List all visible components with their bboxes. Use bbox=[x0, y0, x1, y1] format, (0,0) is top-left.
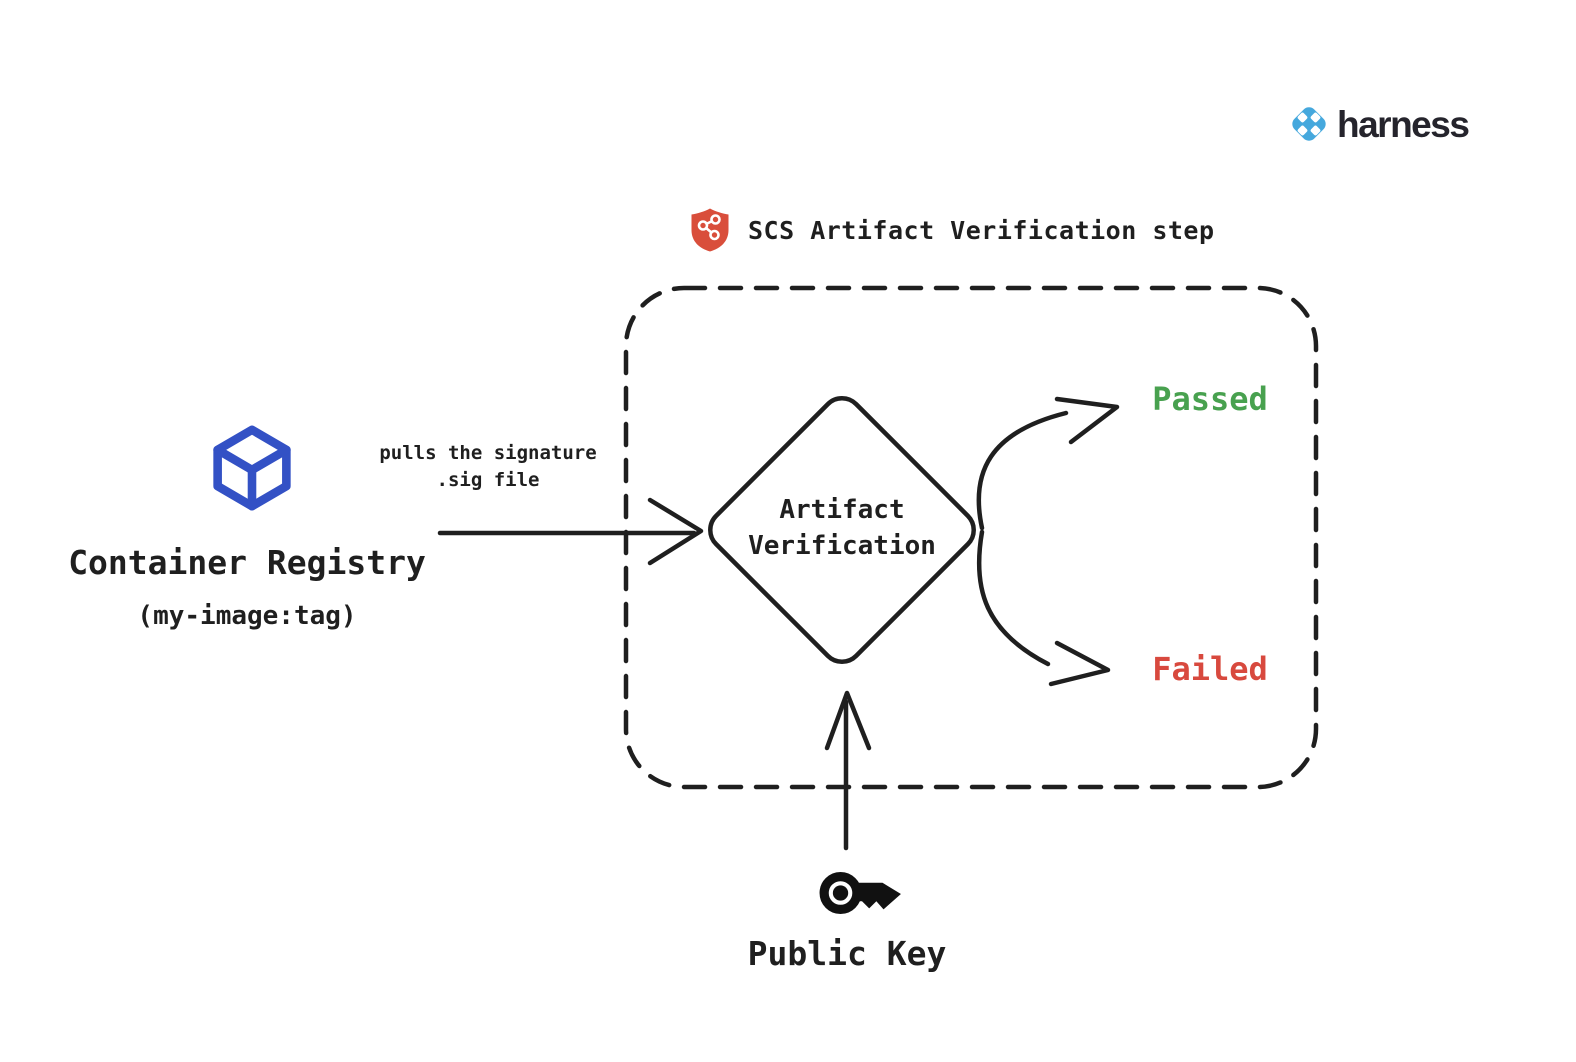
pull-arrow-head bbox=[647, 497, 704, 566]
step-title: SCS Artifact Verification step bbox=[690, 207, 1215, 253]
failed-arrow-head bbox=[1048, 640, 1111, 687]
public-key-label: Public Key bbox=[747, 934, 947, 973]
public-key-arrow-head bbox=[824, 690, 872, 751]
artifact-verification-label: Artifact Verification bbox=[748, 495, 936, 561]
step-boundary-dashed-box bbox=[623, 285, 1319, 790]
scs-shield-icon bbox=[691, 208, 729, 252]
ink-group bbox=[437, 285, 1319, 851]
passed-arrow-head bbox=[1054, 396, 1120, 445]
failed-arrow-curve bbox=[976, 529, 1051, 667]
step-title-text: SCS Artifact Verification step bbox=[748, 215, 1215, 245]
pull-signature-line2: .sig file bbox=[436, 469, 540, 491]
container-registry-sublabel: (my-image:tag) bbox=[137, 601, 357, 631]
container-registry-label: Container Registry bbox=[68, 543, 426, 582]
public-key-node bbox=[818, 868, 904, 922]
failed-outcome-label: Failed bbox=[1152, 650, 1268, 688]
artifact-verification-diamond bbox=[708, 396, 976, 664]
key-icon bbox=[819, 872, 901, 914]
container-registry-node bbox=[210, 424, 294, 516]
pull-signature-edge-label: pulls the signature .sig file bbox=[352, 440, 624, 494]
harness-logo-icon bbox=[1292, 107, 1326, 141]
passed-outcome-label: Passed bbox=[1152, 380, 1268, 418]
harness-logo: harness bbox=[1286, 101, 1470, 147]
container-cube-icon bbox=[213, 425, 291, 511]
passed-arrow-curve bbox=[976, 410, 1069, 531]
harness-logo-text: harness bbox=[1337, 103, 1470, 145]
pull-signature-line1: pulls the signature bbox=[379, 442, 597, 464]
